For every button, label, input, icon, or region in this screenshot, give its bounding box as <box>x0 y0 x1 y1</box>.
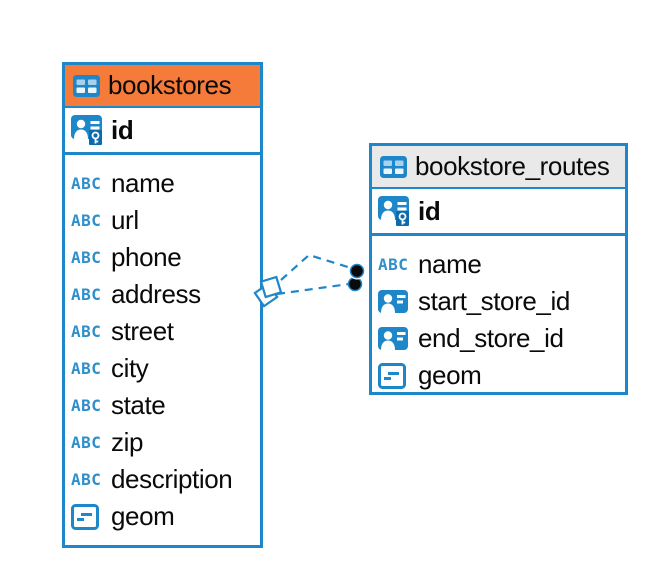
table-title: bookstores <box>108 70 232 100</box>
foreign-key-icon <box>378 327 412 350</box>
key-columns-section: id <box>65 108 260 155</box>
text-icon: ABC <box>71 469 102 489</box>
column-row-address[interactable]: ABC address <box>65 276 260 313</box>
column-row-start_store_id[interactable]: start_store_id <box>372 283 625 320</box>
column-row-name[interactable]: ABC name <box>372 246 625 283</box>
relationship-dot-marker-front[interactable] <box>349 263 365 279</box>
column-label: street <box>111 316 174 346</box>
column-row-street[interactable]: ABC street <box>65 313 260 350</box>
text-icon: ABC <box>71 321 102 341</box>
table-icon <box>73 74 100 97</box>
column-label: description <box>111 464 233 494</box>
column-row-city[interactable]: ABC city <box>65 350 260 387</box>
text-icon: ABC <box>71 173 102 193</box>
table-header[interactable]: bookstore_routes <box>372 146 625 189</box>
column-row-geom[interactable]: geom <box>65 498 260 535</box>
relationship-line-start-store[interactable] <box>280 253 352 281</box>
text-icon: ABC <box>71 284 102 304</box>
column-label: end_store_id <box>418 323 564 353</box>
column-label: url <box>111 205 139 235</box>
geometry-icon <box>71 503 105 530</box>
column-label: id <box>111 114 134 145</box>
column-label: name <box>111 168 175 198</box>
column-label: city <box>111 353 149 383</box>
text-icon: ABC <box>71 432 102 452</box>
column-row-zip[interactable]: ABC zip <box>65 424 260 461</box>
column-row-end_store_id[interactable]: end_store_id <box>372 320 625 357</box>
column-label: phone <box>111 242 182 272</box>
table-bookstore-routes[interactable]: bookstore_routes id ABC name start_store_i… <box>369 143 628 395</box>
table-header[interactable]: bookstores <box>65 65 260 108</box>
column-row-geom[interactable]: geom <box>372 357 625 394</box>
column-label: address <box>111 279 201 309</box>
geometry-icon <box>378 362 412 389</box>
text-icon: ABC <box>378 254 409 274</box>
column-row-description[interactable]: ABC description <box>65 461 260 498</box>
relationship-line-end-store[interactable] <box>276 282 350 296</box>
column-row-state[interactable]: ABC state <box>65 387 260 424</box>
column-row-id[interactable]: id <box>372 189 625 233</box>
column-label: id <box>418 195 441 226</box>
table-title: bookstore_routes <box>415 151 610 181</box>
relationship-dot-halo <box>348 262 366 280</box>
foreign-key-icon <box>378 290 412 313</box>
column-label: state <box>111 390 166 420</box>
column-label: name <box>418 249 482 279</box>
column-label: start_store_id <box>418 286 570 316</box>
key-columns-section: id <box>372 189 625 236</box>
column-label: zip <box>111 427 144 457</box>
text-icon: ABC <box>71 395 102 415</box>
column-row-url[interactable]: ABC url <box>65 202 260 239</box>
primary-key-icon <box>378 196 412 226</box>
relationship-diamond-marker-front[interactable] <box>259 275 283 299</box>
primary-key-icon <box>71 115 105 145</box>
relationship-dot-marker-back[interactable] <box>347 276 363 292</box>
text-icon: ABC <box>71 210 102 230</box>
column-row-id[interactable]: id <box>65 108 260 152</box>
column-label: geom <box>418 360 482 390</box>
table-icon <box>380 155 407 178</box>
column-label: geom <box>111 501 175 531</box>
text-icon: ABC <box>71 247 102 267</box>
text-icon: ABC <box>71 358 102 378</box>
column-row-phone[interactable]: ABC phone <box>65 239 260 276</box>
column-row-name[interactable]: ABC name <box>65 165 260 202</box>
